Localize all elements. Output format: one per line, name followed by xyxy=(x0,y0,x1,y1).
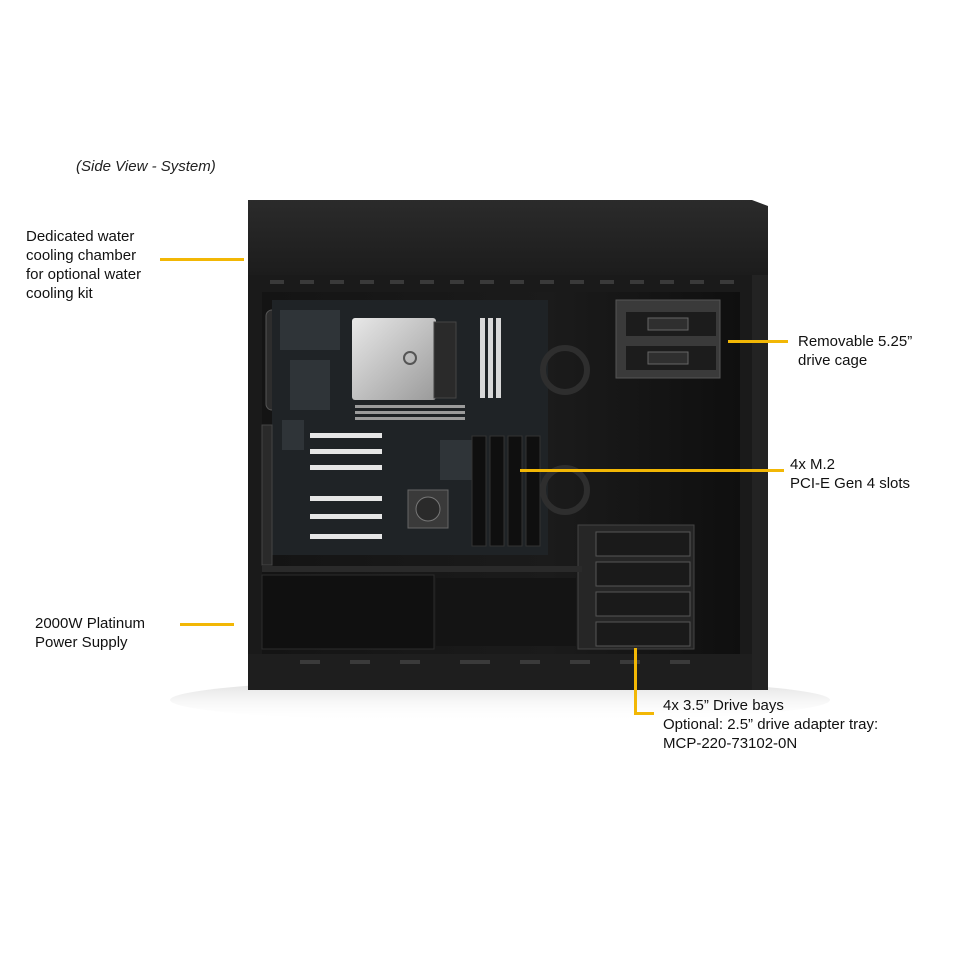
cpu-heatsink-logo xyxy=(403,351,417,365)
callout-line: Dedicated water xyxy=(26,228,135,245)
callout-drive-cage: Removable 5.25” drive cage xyxy=(798,332,912,370)
leader-drive-bays-horizontal xyxy=(634,712,654,715)
callout-line: MCP-220-73102-0N xyxy=(663,735,798,752)
callout-line: Removable 5.25” xyxy=(798,333,913,350)
leader-power-supply xyxy=(180,623,234,626)
rear-io-brackets xyxy=(261,424,273,566)
callout-line: 2000W Platinum xyxy=(35,615,146,632)
callout-m2-slots: 4x M.2 PCI-E Gen 4 slots xyxy=(790,455,910,493)
m2-heatsinks xyxy=(471,435,541,547)
callout-water-cooling: Dedicated water cooling chamber for opti… xyxy=(26,227,141,303)
callout-line: Power Supply xyxy=(35,634,128,651)
callout-line: cooling kit xyxy=(26,285,93,302)
leader-drive-cage xyxy=(728,340,788,343)
callout-line: PCI-E Gen 4 slots xyxy=(790,475,911,492)
bottom-rail xyxy=(248,654,752,690)
leader-drive-bays-vertical xyxy=(634,648,637,714)
callout-line: drive cage xyxy=(798,352,868,369)
right-side-panel xyxy=(752,275,768,690)
callout-line: for optional water xyxy=(26,266,142,283)
power-supply xyxy=(261,574,435,650)
memory-slots xyxy=(355,405,465,420)
callout-line: cooling chamber xyxy=(26,247,137,264)
top-panel xyxy=(248,200,768,275)
cable-grommets xyxy=(540,345,590,515)
callout-line: 4x 3.5” Drive bays xyxy=(663,697,784,714)
figure-caption: (Side View - System) xyxy=(76,158,216,175)
motherboard-components xyxy=(280,310,480,480)
leader-m2-slots xyxy=(520,469,784,472)
memory-slots-right xyxy=(480,318,501,398)
callout-power-supply: 2000W Platinum Power Supply xyxy=(35,614,145,652)
pcie-slots xyxy=(310,433,382,539)
basement-divider xyxy=(262,566,582,572)
leader-water-cooling xyxy=(160,258,244,261)
callout-line: Optional: 2.5” drive adapter tray: xyxy=(663,716,879,733)
top-rail-vents xyxy=(270,280,734,284)
drive-bay-trays xyxy=(595,531,691,647)
callout-line: 4x M.2 xyxy=(790,456,836,473)
cpu-heatsink-fan xyxy=(433,321,457,399)
callout-drive-bays: 4x 3.5” Drive bays Optional: 2.5” drive … xyxy=(663,696,878,753)
bottom-rail-vents xyxy=(300,660,690,664)
cpu-heatsink xyxy=(352,318,436,400)
